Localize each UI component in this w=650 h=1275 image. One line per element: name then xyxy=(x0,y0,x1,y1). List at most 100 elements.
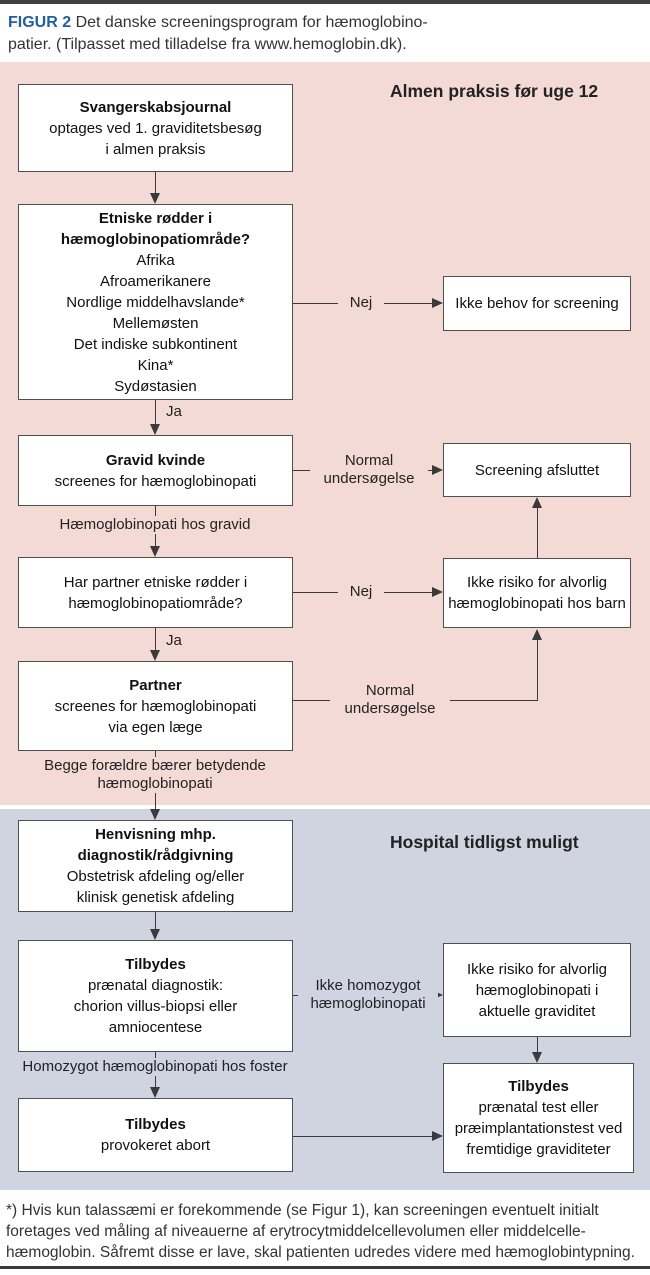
edge-label-begge-line1: Begge forældre bærer betydende xyxy=(44,757,266,774)
har-partner-line1: Har partner etniske rødder i xyxy=(63,573,248,591)
connector-normal2-up-line xyxy=(537,640,538,700)
partner-line2: via egen læge xyxy=(108,718,203,736)
edge-label-normal1: Normal undersøgelse xyxy=(310,452,428,488)
footnote: *) Hvis kun talassæmi er forekommende (s… xyxy=(6,1200,648,1263)
arrow-down-partnerq xyxy=(150,546,160,557)
edge-label-normal2: Normal undersøgelse xyxy=(330,682,450,718)
arrow-down-henvisning xyxy=(150,809,160,820)
connector-grav-test-line xyxy=(537,1037,538,1052)
arrow-down-etniske xyxy=(150,193,160,204)
connector-svanger-etniske-line xyxy=(155,172,156,193)
section-header-hospital: Hospital tidligst muligt xyxy=(390,831,630,854)
box-partner: Partner screenes for hæmoglobinopati via… xyxy=(18,661,293,751)
ikke-risiko-grav-line2: hæmoglobinopati i xyxy=(475,981,599,999)
box-tilbydes-abort: Tilbydes provokeret abort xyxy=(18,1098,293,1172)
arrow-up-ikke-risiko-barn xyxy=(532,629,542,640)
henvisning-line1: Obstetrisk afdeling og/eller xyxy=(66,868,245,885)
edge-label-begge: Begge forældre bærer betydende hæmoglobi… xyxy=(15,757,295,793)
gravid-kvinde-title: Gravid kvinde xyxy=(105,451,206,469)
edge-label-homozygot-foster: Homozygot hæmoglobinopati hos foster xyxy=(15,1058,295,1076)
edge-label-ikke-homozygot: Ikke homozygot hæmoglobinopati xyxy=(298,977,438,1013)
ikke-behov-line1: Ikke behov for screening xyxy=(455,295,619,312)
edge-label-haem-gravid: Hæmoglobinopati hos gravid xyxy=(40,516,270,534)
tilbydes-test-line2: præimplantationstest ved xyxy=(454,1120,623,1137)
etniske-item-sydostasien: Sydøstasien xyxy=(114,377,197,395)
ikke-risiko-barn-line1: Ikke risiko for alvorlig xyxy=(466,574,608,591)
tilbydes-diagnostik-line1: prænatal diagnostik: xyxy=(87,977,224,994)
ikke-risiko-grav-line1: Ikke risiko for alvorlig xyxy=(466,960,608,978)
edge-label-ja2: Ja xyxy=(166,632,182,649)
tilbydes-diagnostik-line2: chorion villus-biopsi eller xyxy=(73,998,238,1015)
figure-caption-line2: patier. (Tilpasset med tilladelse fra ww… xyxy=(8,36,407,53)
har-partner-line2: hæmoglobinopatiområde? xyxy=(68,594,243,612)
figure-caption: FIGUR 2 Det danske screeningsprogram for… xyxy=(8,12,608,56)
bottom-rule xyxy=(0,1266,650,1269)
edge-label-begge-line2: hæmoglobinopati xyxy=(97,775,213,792)
section-header-almen-praksis: Almen praksis før uge 12 xyxy=(390,80,630,103)
edge-label-normal2-line1: Normal xyxy=(365,682,415,699)
connector-henvisning-diag-line xyxy=(155,912,156,929)
partner-line1: screenes for hæmoglobinopati xyxy=(54,697,257,715)
arrow-down-tilbydes-test xyxy=(532,1052,542,1063)
arrow-right-tilbydes-test xyxy=(432,1131,443,1141)
box-tilbydes-diagnostik: Tilbydes prænatal diagnostik: chorion vi… xyxy=(18,940,293,1052)
henvisning-title: Henvisning mhp. diagnostik/rådgivning xyxy=(77,826,234,864)
ikke-risiko-barn-line2: hæmoglobinopati hos barn xyxy=(448,595,626,612)
footnote-line2: foretages ved måling af niveauerne af er… xyxy=(6,1223,586,1240)
etniske-item-mellemosten: Mellemøsten xyxy=(112,314,199,332)
tilbydes-test-line1: prænatal test eller xyxy=(478,1099,599,1116)
connector-barn-afsluttet-line xyxy=(537,508,538,558)
etniske-item-indiske-subkontinent: Det indiske subkontinent xyxy=(73,335,238,353)
screening-afsluttet-line1: Screening afsluttet xyxy=(474,461,600,479)
tilbydes-test-line3: fremtidige graviditeter xyxy=(466,1141,611,1158)
arrow-up-screening-afsluttet xyxy=(532,497,542,508)
box-henvisning: Henvisning mhp. diagnostik/rådgivning Ob… xyxy=(18,820,293,912)
partner-title: Partner xyxy=(129,676,182,694)
almen-header-line1: Almen praksis xyxy=(390,81,510,101)
edge-label-normal1-line1: Normal xyxy=(344,452,394,469)
box-tilbydes-test: Tilbydes prænatal test eller præimplanta… xyxy=(443,1063,634,1173)
arrow-right-ikke-risiko-barn xyxy=(432,587,443,597)
hospital-header-line1: Hospital xyxy=(390,832,460,852)
connector-partnerq-partner-line xyxy=(155,628,156,650)
svangerskabsjournal-line2: i almen praksis xyxy=(105,140,206,158)
arrow-down-diag xyxy=(150,929,160,940)
edge-label-ja1: Ja xyxy=(166,403,182,420)
svangerskabsjournal-line1: optages ved 1. graviditetsbesøg xyxy=(49,119,262,137)
etniske-item-afroamerikanere: Afroamerikanere xyxy=(100,272,211,290)
arrow-down-gravid xyxy=(150,424,160,435)
box-ikke-risiko-graviditet: Ikke risiko for alvorlig hæmoglobinopati… xyxy=(443,943,631,1037)
edge-label-nej1: Nej xyxy=(338,294,384,312)
etniske-title-line1: Etniske rødder i xyxy=(98,209,213,227)
footnote-line1: *) Hvis kun talassæmi er forekommende (s… xyxy=(6,1202,599,1219)
arrow-down-abort xyxy=(150,1087,160,1098)
arrow-right-ikke-behov xyxy=(432,298,443,308)
connector-abort-test-line xyxy=(293,1136,432,1137)
ikke-risiko-grav-line3: aktuelle graviditet xyxy=(478,1002,596,1020)
top-rule xyxy=(0,0,650,4)
tilbydes-abort-line1: provokeret abort xyxy=(100,1137,211,1154)
tilbydes-diagnostik-title: Tilbydes xyxy=(125,956,186,973)
arrow-right-screening-afsluttet xyxy=(432,465,443,475)
henvisning-line2: klinisk genetisk afdeling xyxy=(76,889,235,906)
etniske-item-afrika: Afrika xyxy=(136,251,175,269)
box-svangerskabsjournal: Svangerskabsjournal optages ved 1. gravi… xyxy=(18,84,293,172)
box-ikke-risiko-barn: Ikke risiko for alvorlig hæmoglobinopati… xyxy=(443,558,631,628)
edge-label-normal1-line2: undersøgelse xyxy=(323,470,415,487)
etniske-item-kina: Kina* xyxy=(137,356,174,374)
hospital-header-line2: tidligst muligt xyxy=(463,832,579,852)
figure-label: FIGUR 2 xyxy=(8,14,72,31)
gravid-kvinde-line1: screenes for hæmoglobinopati xyxy=(54,472,257,490)
edge-label-ikke-homozygot-line2: hæmoglobinopati xyxy=(310,995,426,1012)
tilbydes-test-title: Tilbydes xyxy=(508,1078,569,1095)
figure-caption-line1: Det danske screeningsprogram for hæmoglo… xyxy=(75,14,428,31)
box-screening-afsluttet: Screening afsluttet xyxy=(443,443,631,497)
edge-label-nej2: Nej xyxy=(338,583,384,601)
box-etniske-rodder: Etniske rødder i hæmoglobinopatiområde? … xyxy=(18,204,293,400)
box-ikke-behov: Ikke behov for screening xyxy=(443,276,631,331)
box-har-partner: Har partner etniske rødder i hæmoglobino… xyxy=(18,557,293,628)
edge-label-ikke-homozygot-line1: Ikke homozygot xyxy=(315,977,421,994)
connector-etniske-gravid-line xyxy=(155,400,156,424)
arrow-down-partner xyxy=(150,650,160,661)
